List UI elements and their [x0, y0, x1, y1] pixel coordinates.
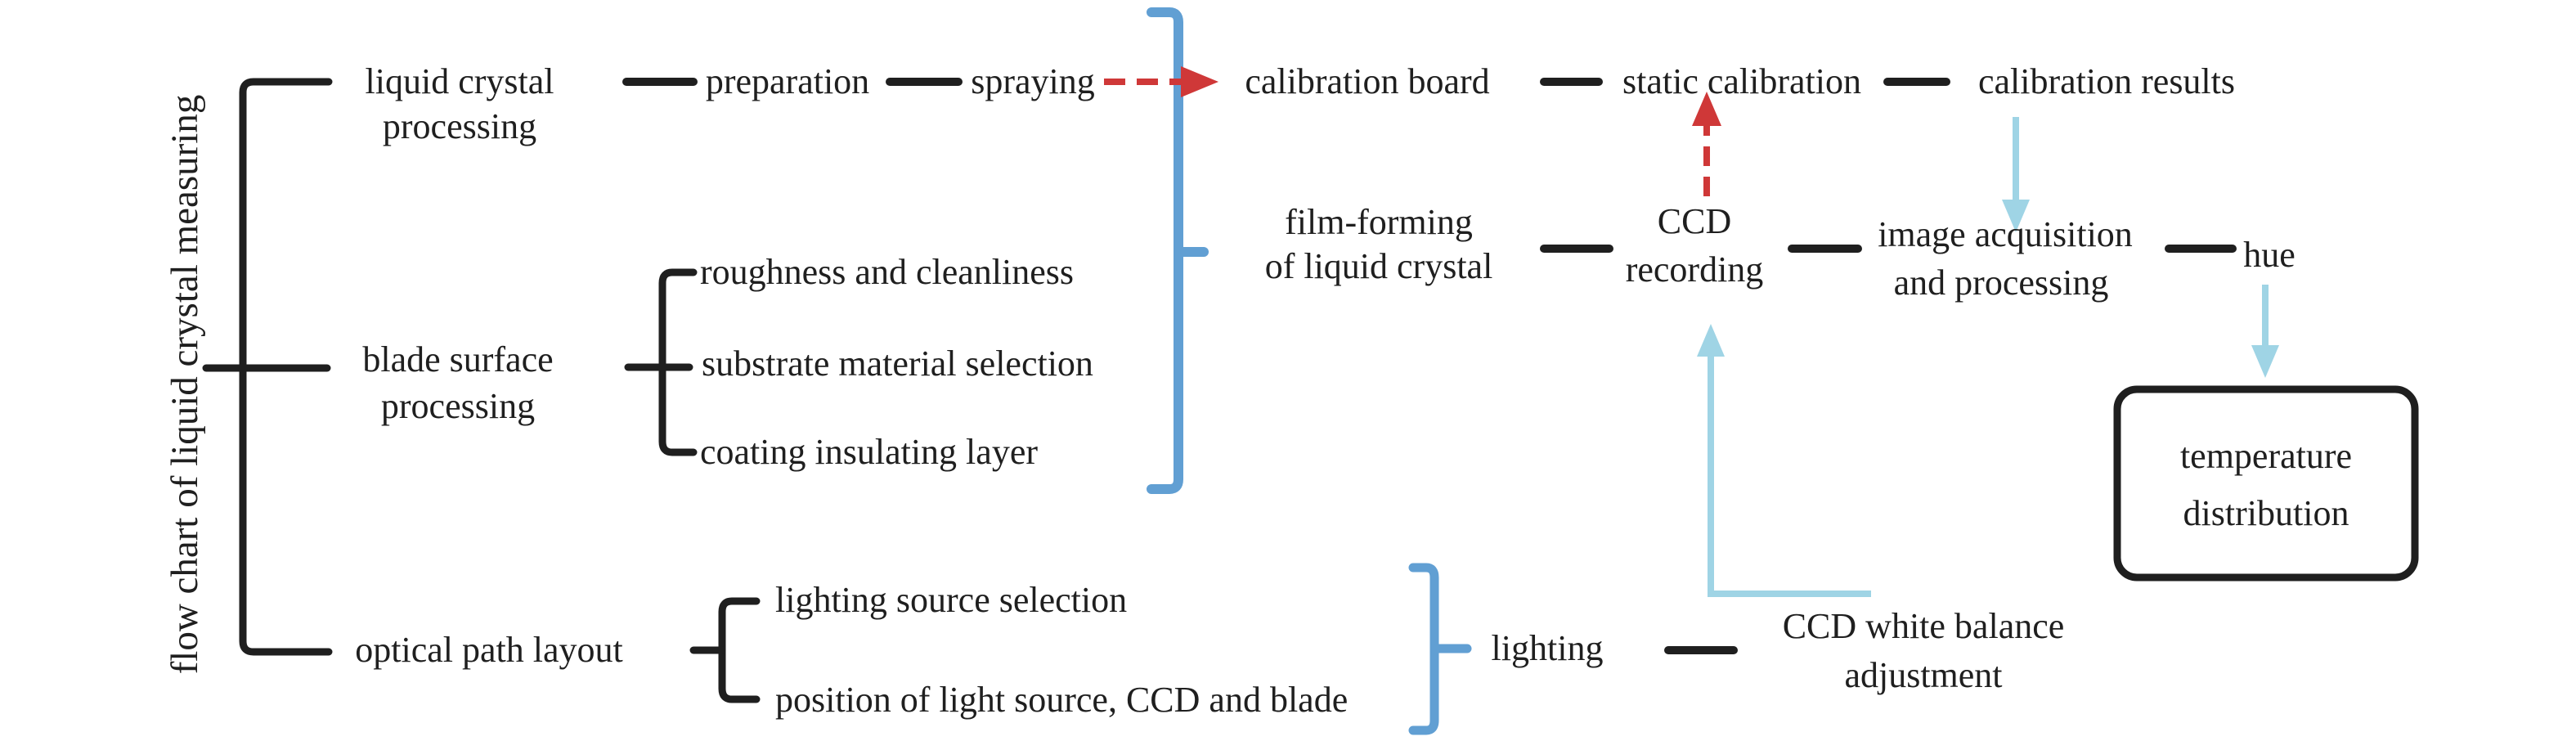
- node-substrate-selection: substrate material selection: [702, 344, 1093, 384]
- node-lighting-source-selection: lighting source selection: [775, 580, 1128, 620]
- node-temperature-line2: distribution: [2183, 493, 2349, 533]
- node-coating-insulating: coating insulating layer: [700, 432, 1038, 472]
- node-static-calibration: static calibration: [1622, 61, 1861, 101]
- node-image-acquisition-line2: and processing: [1893, 263, 2109, 303]
- diagram-title: flow chart of liquid crystal measuring: [164, 94, 206, 675]
- node-film-forming-line2: of liquid crystal: [1264, 246, 1493, 286]
- node-blade-surface-line2: processing: [380, 386, 536, 426]
- node-ccd-recording-line2: recording: [1625, 249, 1764, 290]
- node-temperature-line1: temperature: [2179, 436, 2353, 476]
- node-calibration-results: calibration results: [1977, 61, 2236, 101]
- lightblue-arrow-whitebalance-to-ccd: [1697, 324, 1871, 597]
- red-dashed-arrow-ccd-to-static: [1692, 92, 1721, 196]
- lightblue-arrow-results-to-image: [2002, 117, 2030, 232]
- blue-bracket-lighting: [1408, 563, 1472, 735]
- node-white-balance-line1: CCD white balance: [1782, 606, 2065, 646]
- red-dashed-arrow-spraying-to-board: [1104, 66, 1218, 97]
- node-lighting: lighting: [1491, 628, 1604, 668]
- node-calibration-board: calibration board: [1245, 61, 1490, 101]
- node-spraying: spraying: [971, 61, 1095, 101]
- node-hue: hue: [2243, 235, 2296, 275]
- lightblue-arrow-hue-to-temperature: [2251, 285, 2279, 378]
- node-film-forming-line1: film-forming: [1285, 202, 1473, 242]
- node-liquid-crystal-processing-line2: processing: [382, 106, 537, 146]
- temperature-distribution-box: [2113, 385, 2419, 582]
- node-liquid-crystal-processing-line1: liquid crystal: [365, 61, 554, 101]
- connector-dashes: [622, 78, 2237, 654]
- optical-path-bracket: [689, 597, 761, 703]
- node-white-balance-line2: adjustment: [1844, 655, 2003, 695]
- node-optical-path-layout: optical path layout: [355, 630, 623, 670]
- main-branch-bracket: [202, 78, 333, 656]
- node-position-light-source: position of light source, CCD and blade: [775, 680, 1349, 720]
- node-image-acquisition-line1: image acquisition: [1878, 214, 2133, 254]
- node-roughness-cleanliness: roughness and cleanliness: [700, 252, 1074, 292]
- blue-bracket-film-forming: [1147, 7, 1209, 494]
- node-blade-surface-line1: blade surface: [362, 339, 554, 379]
- node-ccd-recording-line1: CCD: [1657, 201, 1732, 241]
- blade-surface-bracket: [624, 268, 698, 456]
- node-preparation: preparation: [705, 61, 870, 101]
